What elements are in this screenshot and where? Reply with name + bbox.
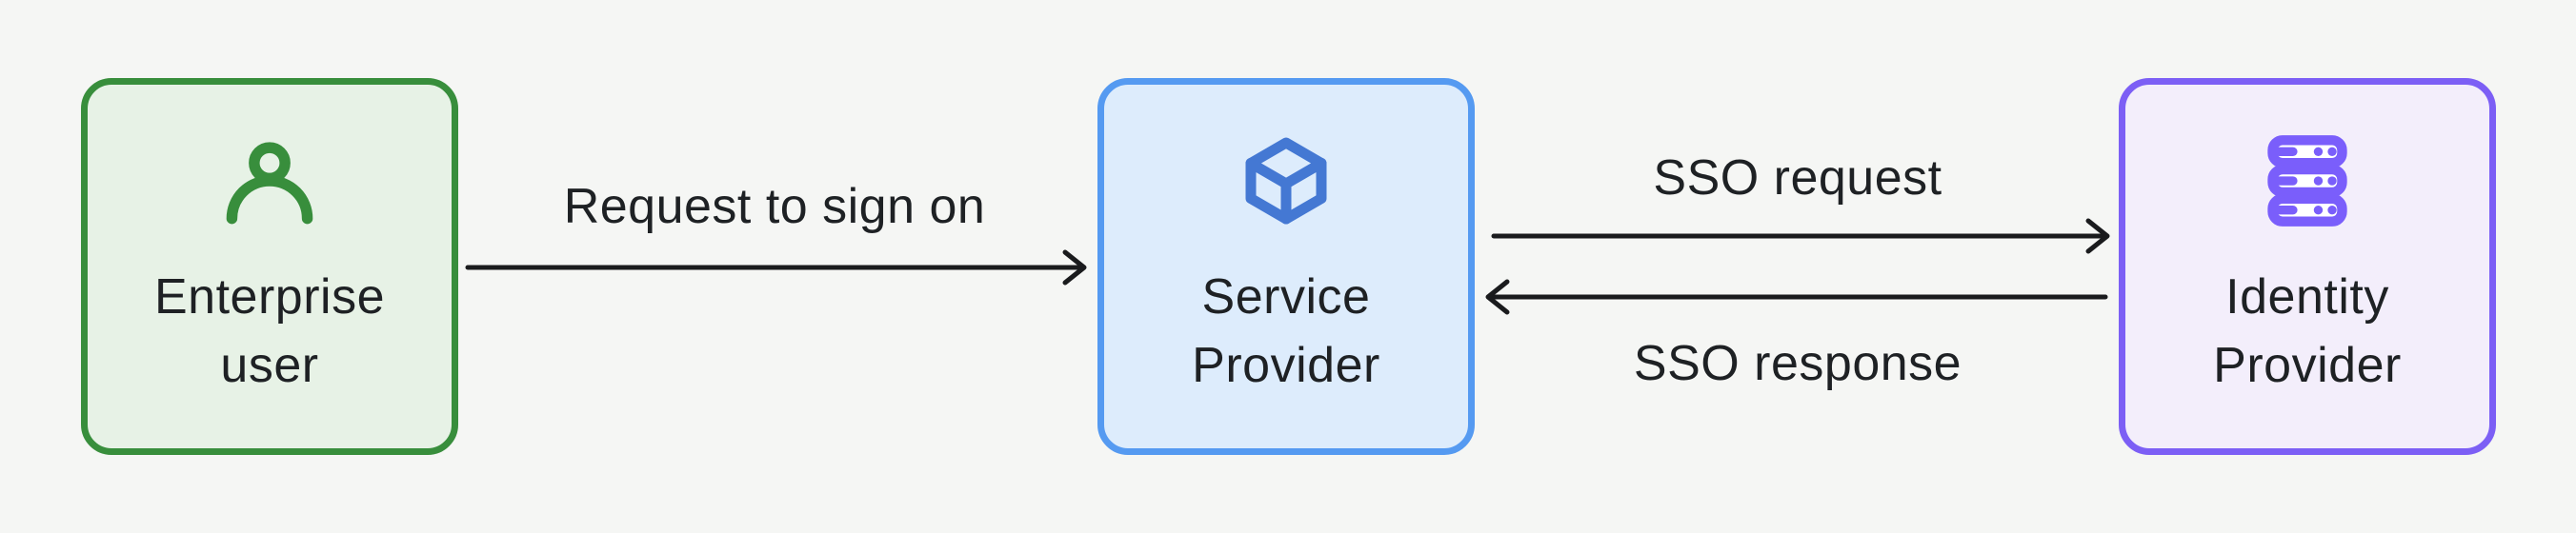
arrow-right-request-to-sign-on — [465, 249, 1087, 286]
server-icon — [2267, 135, 2347, 227]
arrow-right-sso-request — [1491, 218, 2110, 254]
node-enterprise-user: Enterprise user — [81, 78, 458, 455]
edge-label-sso-response: SSO response — [1633, 336, 1962, 391]
node-label-enterprise-user: Enterprise user — [154, 269, 385, 393]
edge-label-request-to-sign-on: Request to sign on — [563, 179, 986, 234]
edge-label-sso-request: SSO request — [1653, 150, 1942, 206]
cube-icon — [1245, 137, 1327, 225]
node-label-service-provider: Service Provider — [1192, 269, 1380, 393]
node-identity-provider: Identity Provider — [2119, 78, 2496, 455]
arrow-left-sso-response — [1485, 279, 2108, 315]
node-label-identity-provider: Identity Provider — [2213, 269, 2402, 393]
user-icon — [226, 142, 313, 225]
node-service-provider: Service Provider — [1097, 78, 1475, 455]
